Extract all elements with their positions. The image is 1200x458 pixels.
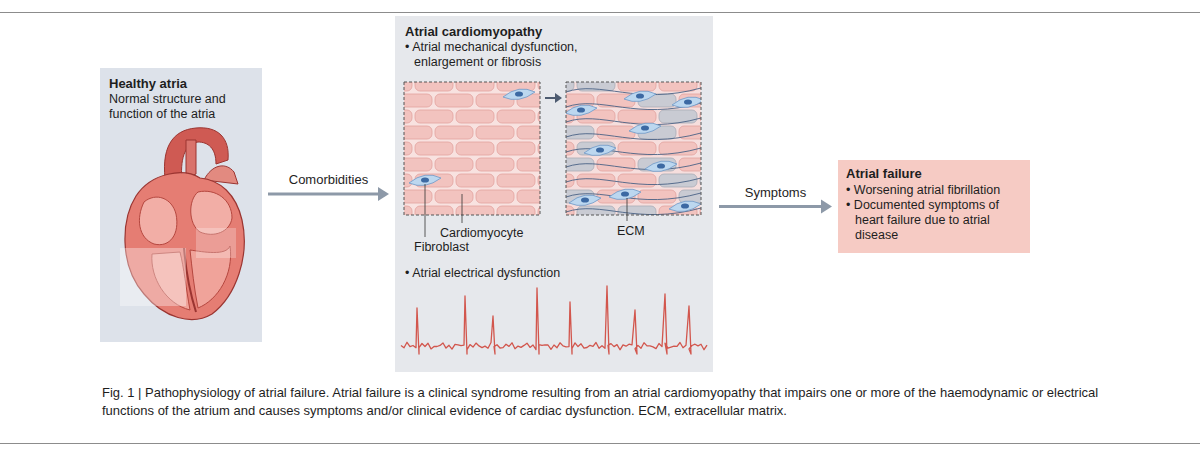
top-rule [0,12,1200,13]
flow-arrow [268,187,389,201]
node-body: Normal structure and function of the atr… [109,92,253,122]
bottom-rule [0,443,1200,444]
part-label: Cardiomyocyte [440,226,523,241]
flow-arrow [719,200,832,214]
part-label: ECM [617,224,645,239]
edge-label: Comorbidities [287,172,370,188]
panel-box: Healthy atriaNormal structure and functi… [100,68,262,342]
figure-caption: Fig. 1 | Pathophysiology of atrial failu… [102,384,1142,420]
node-heading: Atrial cardiomyopathy [405,24,705,40]
node-body: • Worsening atrial fibrillation [846,183,1022,198]
node-body: • Atrial electrical dysfunction [405,266,704,281]
edge-label: Symptoms [743,185,808,201]
tissue-illustration [395,16,713,372]
node-heading: Atrial failure [846,166,1022,182]
panel-box: Atrial failure• Worsening atrial fibrill… [838,160,1030,253]
part-label: Fibroblast [414,240,469,255]
node-heading: Healthy atria [109,76,253,92]
node-body: • Atrial mechanical dysfunction, enlarge… [405,40,619,70]
panel-box: Atrial cardiomyopathy• Atrial mechanical… [395,16,713,372]
node-body: • Documented symptoms of heart failure d… [846,198,1022,243]
